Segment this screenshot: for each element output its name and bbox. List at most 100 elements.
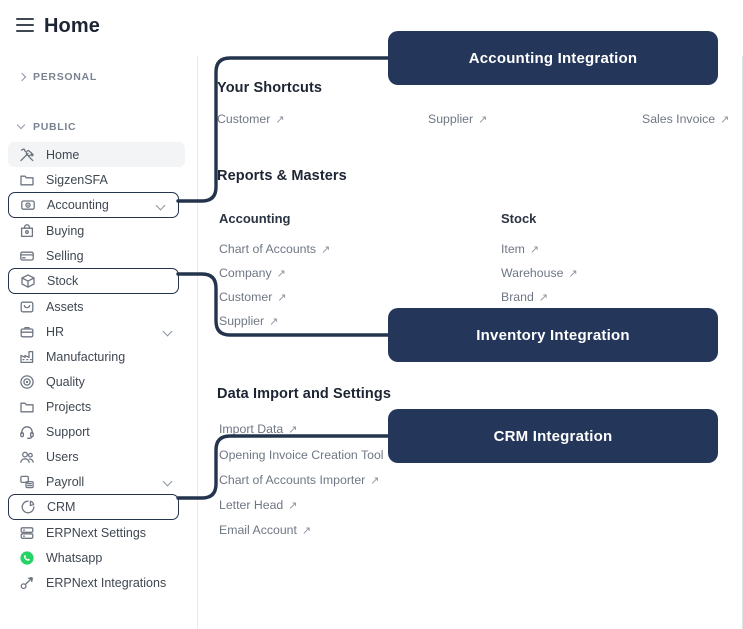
external-link-icon: ↗ xyxy=(275,114,285,126)
report-label: Warehouse xyxy=(501,266,564,280)
sidebar-group-personal[interactable]: PERSONAL xyxy=(0,66,197,88)
external-link-icon: ↗ xyxy=(269,316,279,328)
callout-label: Accounting Integration xyxy=(468,49,638,67)
sidebar-item-label: Quality xyxy=(46,374,85,389)
sidebar-item-users[interactable]: Users xyxy=(8,444,185,469)
shortcut-link-sales-invoice[interactable]: Sales Invoice↗ xyxy=(642,112,729,126)
chevron-down-icon xyxy=(18,123,26,131)
data-import-link-email-account[interactable]: Email Account ↗ xyxy=(219,523,311,537)
integration-icon xyxy=(18,574,35,591)
external-link-icon: ↗ xyxy=(276,268,286,280)
data-import-label: Opening Invoice Creation Tool xyxy=(219,448,384,462)
sidebar-item-label: HR xyxy=(46,324,65,339)
card-icon xyxy=(18,247,35,264)
sidebar-item-manufacturing[interactable]: Manufacturing xyxy=(8,344,185,369)
external-link-icon: ↗ xyxy=(288,424,298,436)
briefcase-icon xyxy=(18,323,35,340)
report-link-warehouse[interactable]: Warehouse↗ xyxy=(501,266,578,280)
report-link-company[interactable]: Company ↗ xyxy=(219,266,286,280)
data-import-heading: Data Import and Settings xyxy=(217,386,391,402)
sidebar-item-label: CRM xyxy=(47,500,76,514)
app-header: Home xyxy=(0,0,743,56)
server-icon xyxy=(18,524,35,541)
chevron-down-icon[interactable] xyxy=(164,328,173,337)
sidebar-item-label: Manufacturing xyxy=(46,349,126,364)
sidebar-item-label: Assets xyxy=(46,299,84,314)
data-import-link-import-data[interactable]: Import Data ↗ xyxy=(219,422,297,436)
sidebar-item-erpnext-settings[interactable]: ERPNext Settings xyxy=(8,520,185,545)
page-title: Home xyxy=(44,15,100,37)
external-link-icon: ↗ xyxy=(301,525,312,537)
folder-icon xyxy=(18,398,35,415)
chevron-down-icon[interactable] xyxy=(157,202,166,211)
sidebar-item-accounting[interactable]: Accounting xyxy=(8,192,179,218)
report-link-brand[interactable]: Brand ↗ xyxy=(501,290,548,304)
sidebar-item-label: SigzenSFA xyxy=(46,172,108,187)
callout-accounting-integration: Accounting Integration xyxy=(388,31,718,85)
callout-label: CRM Integration xyxy=(493,427,613,445)
cash-icon xyxy=(19,197,36,214)
sidebar-item-label: Home xyxy=(46,147,80,162)
sidebar-item-label: Buying xyxy=(46,223,85,238)
bag-icon xyxy=(18,222,35,239)
external-link-icon: ↗ xyxy=(277,292,287,304)
report-link-chart-of-accounts[interactable]: Chart of Accounts↗ xyxy=(219,242,330,256)
sidebar-item-erpnext-integrations[interactable]: ERPNext Integrations xyxy=(8,570,185,595)
sidebar-item-home[interactable]: Home xyxy=(8,142,185,167)
sidebar-item-crm[interactable]: CRM xyxy=(8,494,179,520)
hamburger-icon[interactable] xyxy=(16,18,34,32)
sidebar-group-public[interactable]: PUBLIC xyxy=(0,116,197,138)
sidebar-item-buying[interactable]: Buying xyxy=(8,218,185,243)
sidebar-item-label: ERPNext Integrations xyxy=(46,575,167,590)
data-import-label: Import Data xyxy=(219,422,284,436)
callout-label: Inventory Integration xyxy=(476,326,630,344)
callout-inventory-integration: Inventory Integration xyxy=(388,308,718,362)
data-import-label: Email Account xyxy=(219,523,297,537)
external-link-icon: ↗ xyxy=(478,114,488,126)
reports-heading: Reports & Masters xyxy=(217,168,347,184)
report-label: Company xyxy=(219,266,272,280)
sidebar-group-label: PERSONAL xyxy=(33,71,97,83)
sidebar-item-payroll[interactable]: Payroll xyxy=(8,469,185,494)
sidebar-item-sigzensfa[interactable]: SigzenSFA xyxy=(8,167,185,192)
users-icon xyxy=(18,448,35,465)
shortcut-label: Supplier xyxy=(428,112,474,126)
report-label: Item xyxy=(501,242,525,256)
report-label: Brand xyxy=(501,290,534,304)
sidebar-item-label: Users xyxy=(46,449,79,464)
sidebar-item-label: Payroll xyxy=(46,474,85,489)
external-link-icon: ↗ xyxy=(720,114,730,126)
shortcut-label: Customer xyxy=(217,112,271,126)
chevron-down-icon[interactable] xyxy=(164,478,173,487)
report-label: Customer xyxy=(219,290,273,304)
sidebar-item-assets[interactable]: Assets xyxy=(8,294,185,319)
sidebar-item-label: Projects xyxy=(46,399,92,414)
external-link-icon: ↗ xyxy=(370,475,380,487)
sidebar-item-selling[interactable]: Selling xyxy=(8,243,185,268)
shortcut-link-supplier[interactable]: Supplier ↗ xyxy=(428,112,487,126)
sidebar-item-projects[interactable]: Projects xyxy=(8,394,185,419)
external-link-icon: ↗ xyxy=(529,244,540,256)
asset-icon xyxy=(18,298,35,315)
report-link-item[interactable]: Item ↗ xyxy=(501,242,539,256)
sidebar-item-support[interactable]: Support xyxy=(8,419,185,444)
sidebar-item-quality[interactable]: Quality xyxy=(8,369,185,394)
sidebar-item-label: Accounting xyxy=(47,198,109,212)
external-link-icon: ↗ xyxy=(538,292,549,304)
data-import-link-chart-of-accounts-importer[interactable]: Chart of Accounts Importer↗ xyxy=(219,473,379,487)
sidebar-item-label: Selling xyxy=(46,248,84,263)
shortcut-link-customer[interactable]: Customer ↗ xyxy=(217,112,285,126)
sidebar-item-label: Support xyxy=(46,424,90,439)
reports-column-title-stock: Stock xyxy=(501,211,537,226)
sidebar-item-stock[interactable]: Stock xyxy=(8,268,179,294)
sidebar-item-whatsapp[interactable]: Whatsapp xyxy=(8,545,185,570)
report-link-customer[interactable]: Customer ↗ xyxy=(219,290,287,304)
target-icon xyxy=(18,373,35,390)
report-label: Chart of Accounts xyxy=(219,242,317,256)
data-import-link-opening-invoice-creation-tool[interactable]: Opening Invoice Creation Tool↗ xyxy=(219,448,398,462)
report-link-supplier[interactable]: Supplier↗ xyxy=(219,314,278,328)
data-import-link-letter-head[interactable]: Letter Head↗ xyxy=(219,498,297,512)
whatsapp-icon xyxy=(18,549,35,566)
sidebar-item-hr[interactable]: HR xyxy=(8,319,185,344)
